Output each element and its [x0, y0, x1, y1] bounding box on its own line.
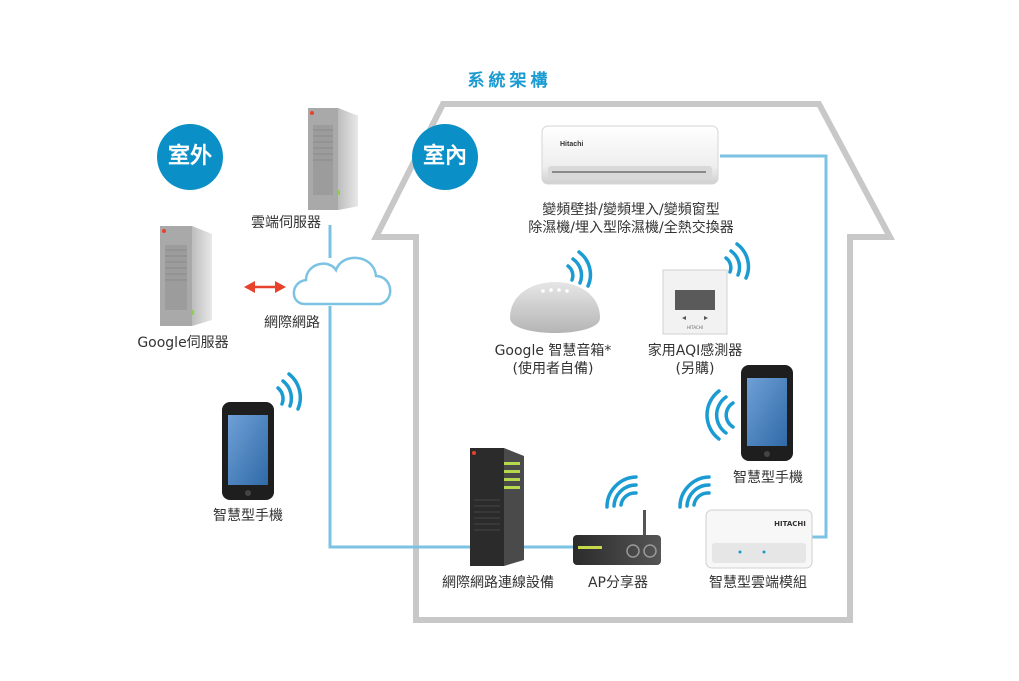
aqi-sensor-icon: HITACHI: [662, 269, 728, 335]
module-brand-text: HITACHI: [774, 520, 806, 528]
phone-indoor-label: 智慧型手機: [733, 470, 803, 486]
wifi-signal-icon: [705, 389, 735, 441]
ac-brand-logo: Hitachi: [560, 141, 583, 148]
diagram-title: 系統架構: [467, 71, 552, 91]
wifi-signal-icon: [724, 242, 751, 280]
internet-label: 網際網路: [264, 315, 320, 331]
air-conditioner-icon: Hitachi: [541, 125, 719, 185]
aqi-sensor-label-line2: (另購): [675, 361, 715, 377]
aqi-sensor-label-line1: 家用AQI感測器: [647, 343, 743, 359]
internet-cloud-icon: [292, 256, 392, 306]
wifi-signal-icon: [605, 475, 638, 509]
network-device-icon: [470, 448, 524, 566]
google-server-label: Google伺服器: [137, 335, 229, 351]
phone-outdoor-label: 智慧型手機: [213, 508, 283, 524]
cloud-module-label: 智慧型雲端模組: [709, 575, 807, 591]
google-server-icon: [160, 226, 212, 326]
sensor-brand-text: HITACHI: [687, 325, 703, 330]
cloud-server-label: 雲端伺服器: [251, 215, 321, 231]
wifi-signal-icon: [276, 372, 303, 411]
google-speaker-icon: [510, 282, 600, 333]
google-speaker-label-line2: (使用者自備): [512, 361, 594, 377]
network-device-label: 網際網路連線設備: [442, 575, 554, 591]
outdoor-zone-badge: 室外: [157, 124, 223, 190]
wifi-signal-icon: [566, 250, 593, 288]
bidirectional-arrow-icon: [244, 281, 286, 293]
wifi-signal-icon: [678, 475, 711, 509]
ap-router-icon: [573, 510, 661, 565]
google-speaker-label-line1: Google 智慧音箱*: [494, 343, 612, 359]
connection-lines: [328, 154, 828, 549]
cloud-server-icon: [308, 108, 358, 210]
phone-indoor-icon: [741, 365, 793, 461]
ac-label-line1: 變頻壁掛/變頻埋入/變頻窗型: [542, 202, 720, 218]
phone-outdoor-icon: [222, 402, 274, 500]
ap-router-label: AP分享器: [587, 575, 649, 591]
cloud-module-icon: HITACHI: [705, 509, 813, 569]
indoor-zone-badge: 室內: [412, 124, 478, 190]
ac-label-line2: 除濕機/埋入型除濕機/全熱交換器: [528, 220, 734, 236]
house-outline: [371, 101, 896, 623]
